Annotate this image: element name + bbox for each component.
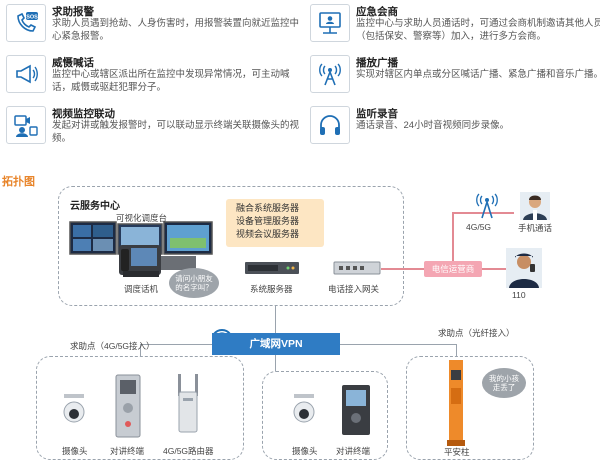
kid-speech-bubble: 我的小孩走丢了 xyxy=(482,368,526,398)
feature-desc: 监控中心或辖区派出所在监控中发现异常情况，可主动喊话，威慑或驱赶犯罪分子。 xyxy=(52,69,290,93)
server-list: 融合系统服务器 设备管理服务器 视频会议服务器 xyxy=(226,199,324,247)
visual-console-image xyxy=(69,221,213,270)
feature-video-link: 视频监控联动 发起对讲或触发报警时，可以联动显示终端关联摄像头的视频。 xyxy=(6,106,299,144)
vpn-left-link xyxy=(140,344,212,345)
feature-desc: 监控中心与求助人员通话时，可通过会商机制邀请其他人员（包括保安、警察等）加入，进… xyxy=(356,18,600,42)
intercom-terminal-image-2 xyxy=(342,385,370,435)
phone-gateway-label: 电话接入网关 xyxy=(328,284,380,294)
topology-title: 拓扑图 xyxy=(2,176,35,188)
ptz-camera-image xyxy=(63,394,85,423)
dispatch-phone-label: 调度话机 xyxy=(124,284,159,294)
safety-pillar-image xyxy=(447,360,465,446)
feature-title: 视频监控联动 xyxy=(52,108,115,120)
server-item: 视频会议服务器 xyxy=(236,229,300,239)
mobile-call-label: 手机通话 xyxy=(518,223,553,233)
safety-pillar-label: 平安柱 xyxy=(444,447,470,457)
dispatch-phone-image xyxy=(119,245,161,277)
help-point-4g-label: 求助点（4G/5G接入） xyxy=(70,341,155,351)
megaphone-icon xyxy=(6,55,46,93)
vpn-node: 广域网VPN xyxy=(212,333,340,355)
phone-gateway-image xyxy=(333,261,381,275)
signal-tower-icon xyxy=(476,193,498,219)
vpn-center-drop xyxy=(275,355,276,371)
help-point-fiber-box xyxy=(406,356,534,460)
ptz-camera-image-2 xyxy=(293,394,315,423)
feature-title: 求助报警 xyxy=(52,6,94,18)
camera-label: 摄像头 xyxy=(62,446,88,456)
help-point-4g-box xyxy=(36,356,244,460)
system-server-image xyxy=(245,262,299,274)
sos-phone-icon: SOS xyxy=(6,4,46,42)
police-label: 110 xyxy=(512,290,526,300)
camera-label-2: 摄像头 xyxy=(292,446,318,456)
router-image xyxy=(178,374,198,433)
intercom-label: 对讲终端 xyxy=(110,446,145,456)
svg-text:SOS: SOS xyxy=(26,15,38,21)
feature-recording: 监听录音 通话录音、24小时音视频同步录像。 xyxy=(310,106,595,144)
mobile-user-avatar xyxy=(520,192,550,220)
intercom-label-2: 对讲终端 xyxy=(336,446,371,456)
feature-sos: SOS 求助报警 求助人员遇到抢劫、人身伤害时，用报警装置向就近监控中心紧急报警… xyxy=(6,4,299,42)
dispatch-speech-bubble: 请问小朋友的名字叫？ xyxy=(169,268,219,298)
feature-warning-call: 威慑喊话 监控中心或辖区派出所在监控中发现异常情况，可主动喊话，威慑或驱赶犯罪分… xyxy=(6,55,291,93)
vpn-right-link xyxy=(340,344,456,345)
vpn-left-drop xyxy=(140,344,141,356)
cloud-center-box xyxy=(58,186,404,306)
help-point-center-box xyxy=(262,371,388,460)
broadcast-tower-icon xyxy=(310,55,350,93)
server-item: 融合系统服务器 xyxy=(236,203,300,213)
feature-desc: 实现对辖区内单点或分区喊话广播、紧急广播和音乐广播。 xyxy=(356,69,600,80)
operator-mobile-link xyxy=(452,212,454,261)
feature-title: 应急会商 xyxy=(356,6,398,18)
operator-node: 电信运营商 xyxy=(424,261,482,277)
feature-desc: 通话录音、24小时音视频同步录像。 xyxy=(356,120,510,131)
cloud-center-label: 云服务中心 xyxy=(70,201,120,212)
gateway-operator-link xyxy=(381,268,424,270)
feature-desc: 求助人员遇到抢劫、人身伤害时，用报警装置向就近监控中心紧急报警。 xyxy=(52,18,300,42)
vpn-right-drop xyxy=(456,344,457,356)
police-officer-avatar xyxy=(506,248,542,288)
intercom-terminal-image xyxy=(115,374,141,438)
feature-desc: 发起对讲或触发报警时，可以联动显示终端关联摄像头的视频。 xyxy=(52,120,300,144)
server-item: 设备管理服务器 xyxy=(236,216,300,226)
feature-title: 威慑喊话 xyxy=(52,57,94,69)
feature-broadcast: 播放广播 实现对辖区内单点或分区喊话广播、紧急广播和音乐广播。 xyxy=(310,55,600,93)
router-label: 4G/5G路由器 xyxy=(163,446,214,456)
feature-conference: 应急会商 监控中心与求助人员通话时，可通过会商机制邀请其他人员（包括保安、警察等… xyxy=(310,4,600,42)
operator-police-link xyxy=(482,268,506,270)
video-monitor-icon xyxy=(6,106,46,144)
signal-label: 4G/5G xyxy=(466,222,492,232)
conference-icon xyxy=(310,4,350,42)
visual-console-label: 可视化调度台 xyxy=(116,213,168,223)
headphones-icon xyxy=(310,106,350,144)
feature-title: 播放广播 xyxy=(356,57,398,69)
system-server-label: 系统服务器 xyxy=(250,284,293,294)
feature-title: 监听录音 xyxy=(356,108,398,120)
cloud-vpn-link xyxy=(275,306,276,333)
help-point-fiber-label: 求助点（光纤接入） xyxy=(438,328,515,338)
